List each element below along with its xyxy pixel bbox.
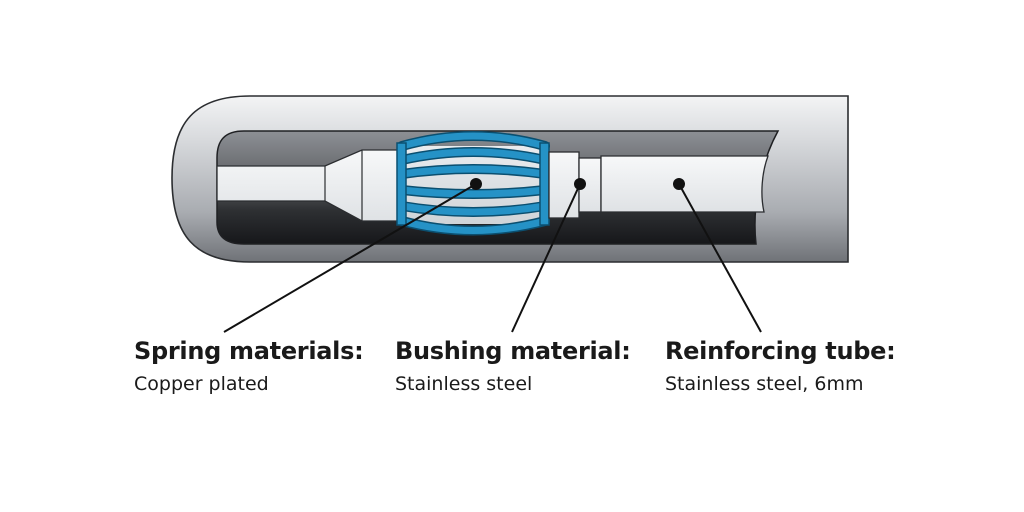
callout-bushing: Bushing material: Stainless steel [395, 336, 631, 398]
leader-line-spring [223, 183, 477, 333]
spring-ring-left [396, 142, 407, 226]
leader-line-tube [678, 183, 762, 333]
callout-dot-bushing [574, 178, 586, 190]
callout-tube-value: Stainless steel, 6mm [665, 373, 864, 395]
callout-spring: Spring materials: Copper plated [134, 336, 364, 398]
callout-bushing-value: Stainless steel [395, 373, 533, 395]
callout-bushing-title: Bushing material: [395, 337, 631, 365]
callout-tube-title: Reinforcing tube: [665, 337, 896, 365]
leader-line-bushing [511, 183, 581, 333]
callout-dots [470, 178, 685, 190]
callout-spring-value: Copper plated [134, 373, 269, 395]
spring-ring-right [539, 142, 550, 226]
callout-spring-title: Spring materials: [134, 337, 364, 365]
spring-contact [397, 131, 550, 236]
callout-dot-tube [673, 178, 685, 190]
leader-lines [223, 183, 762, 333]
callout-dot-spring [470, 178, 482, 190]
callout-tube: Reinforcing tube: Stainless steel, 6mm [665, 336, 896, 398]
